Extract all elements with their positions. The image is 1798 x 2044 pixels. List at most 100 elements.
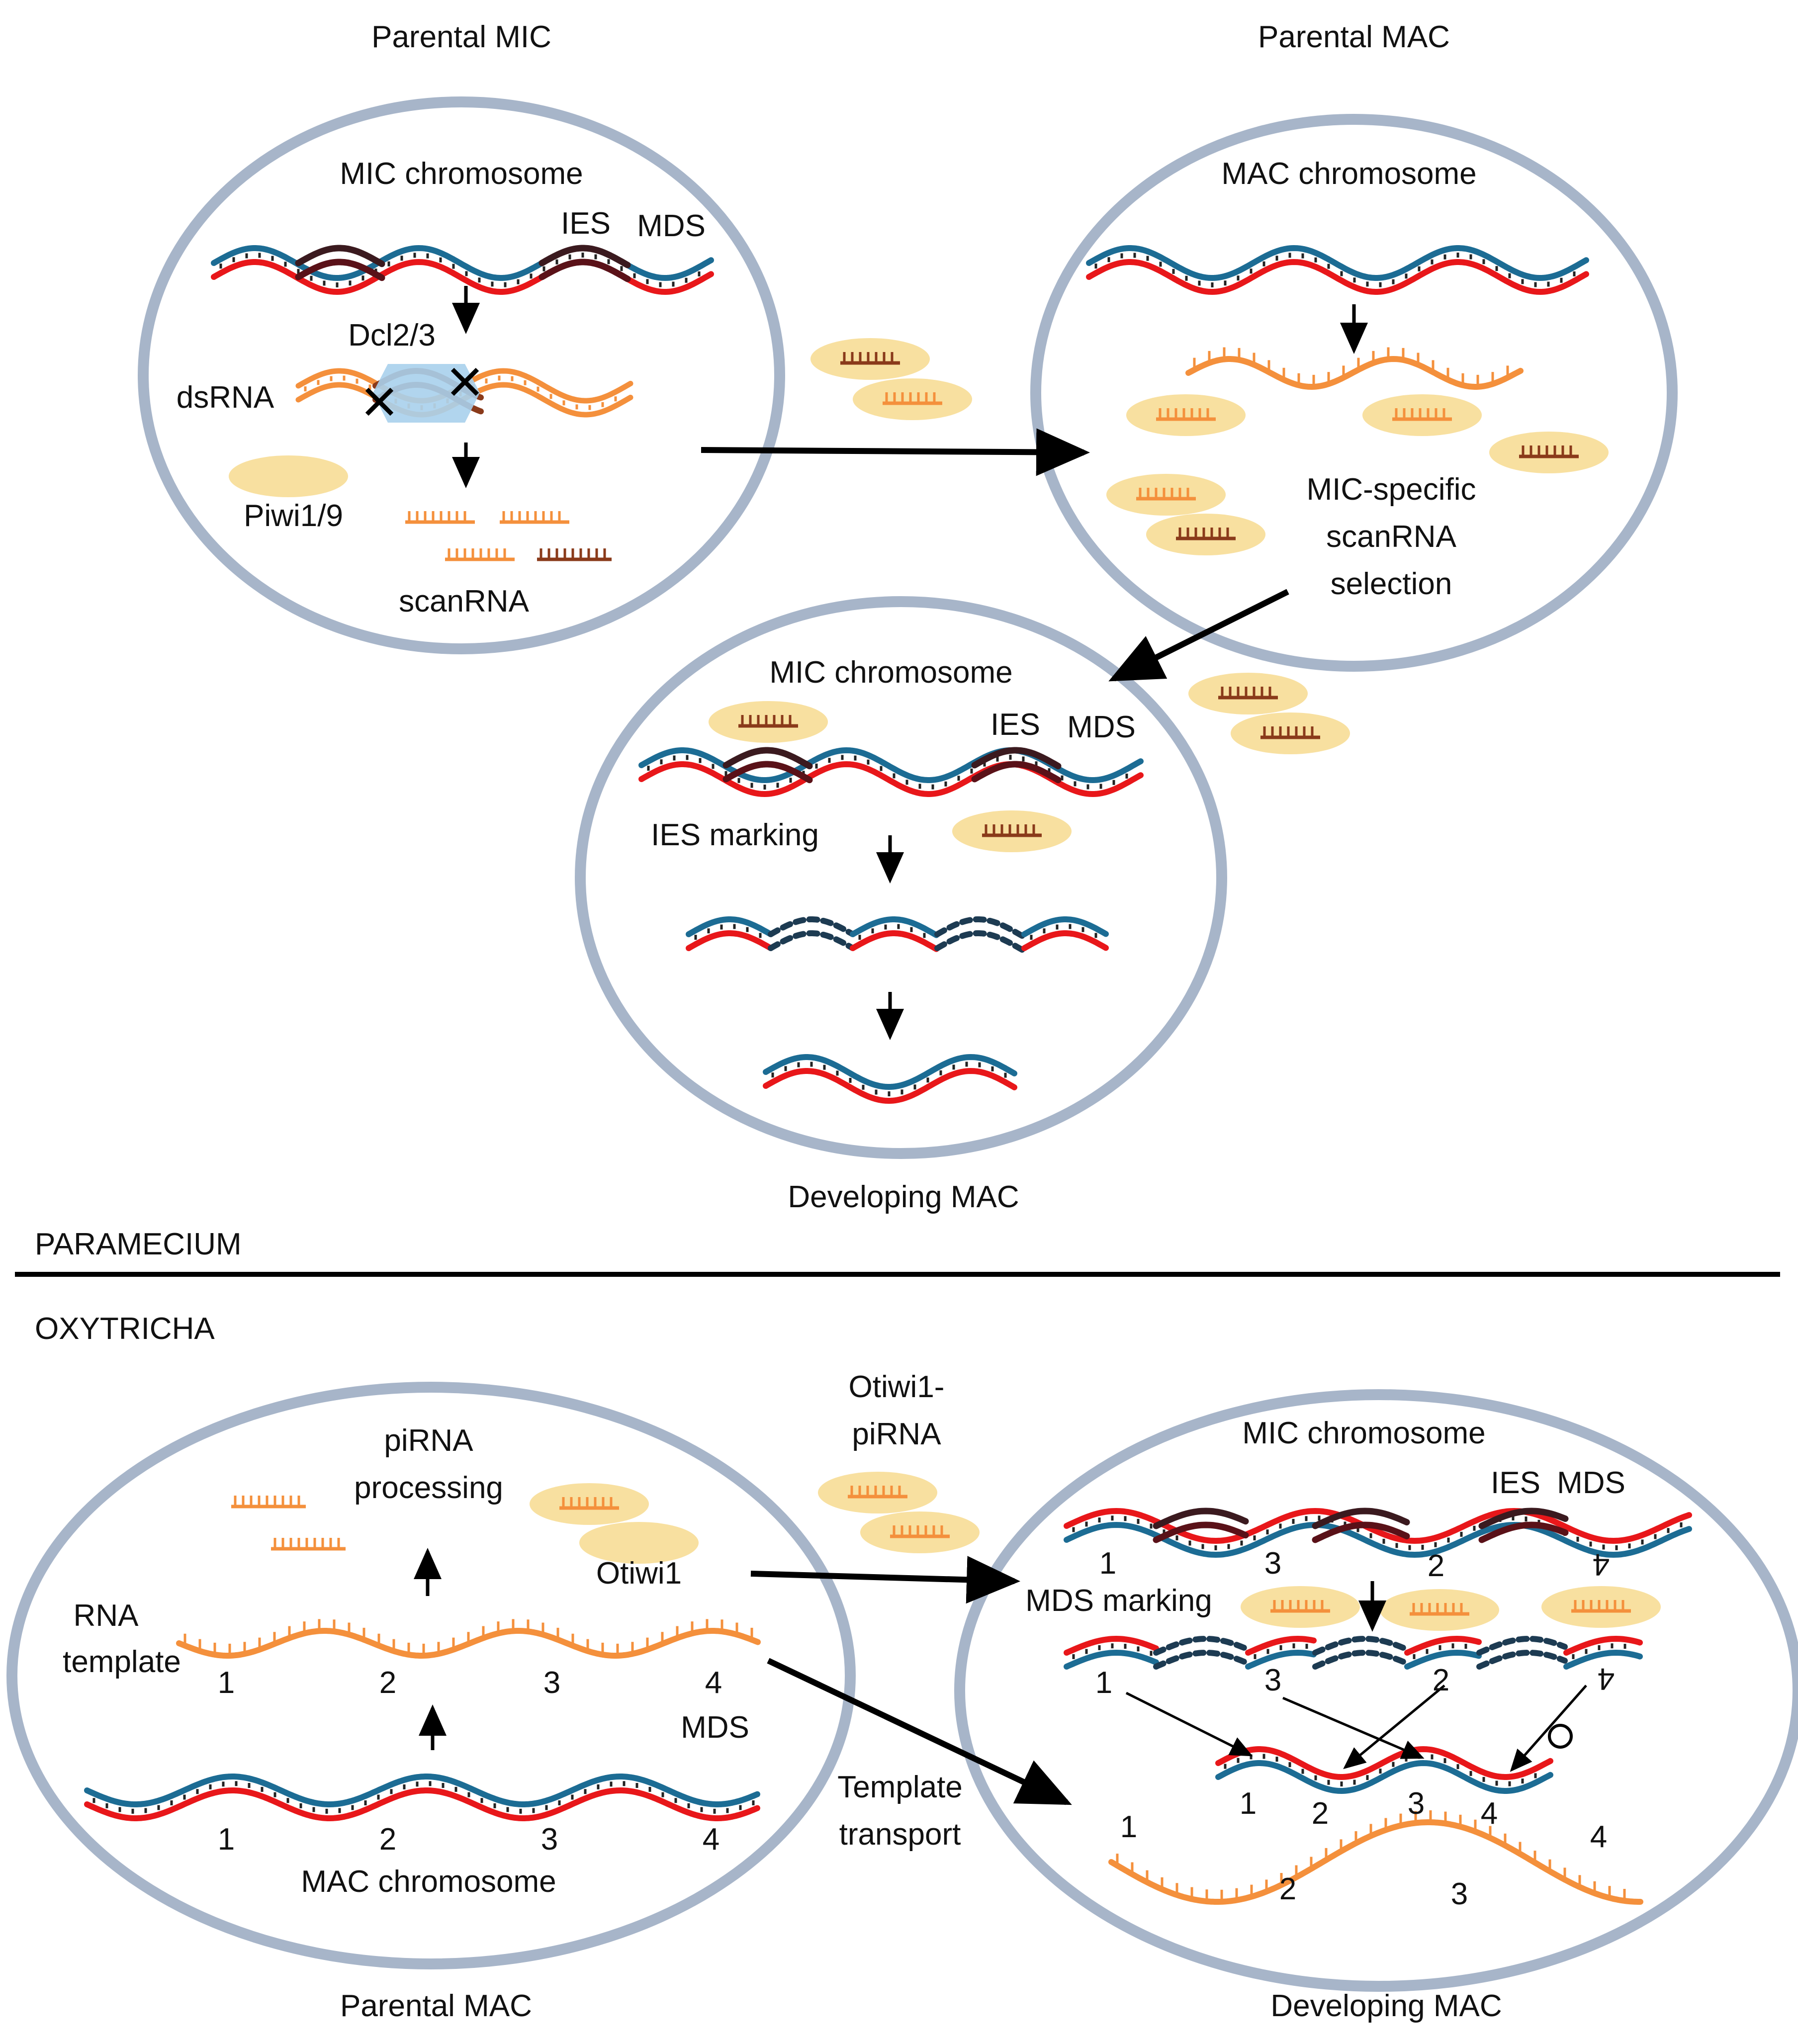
dna-strand	[1563, 1650, 1643, 1670]
pirna-bases	[273, 1538, 340, 1549]
dna-strand	[686, 930, 773, 951]
excised-segment-number: 1	[1095, 1666, 1112, 1700]
ies-segment	[1478, 1521, 1569, 1543]
arrow-rearrange-2	[1343, 1685, 1445, 1770]
dna-base-pairs	[1030, 924, 1097, 940]
selection-label-2: scanRNA	[1326, 520, 1457, 554]
dna-strand	[1215, 1760, 1553, 1794]
cleavage-mark	[365, 387, 394, 416]
inversion-loop	[1548, 1724, 1573, 1749]
ies-label: IES	[561, 206, 611, 241]
dna-strand	[1245, 1636, 1317, 1656]
scanrna-complex	[1126, 394, 1246, 436]
transported-scanrna-rna-bases	[1263, 726, 1314, 737]
rna-template-label-1: RNA	[74, 1599, 139, 1633]
oxytricha-section-label: OXYTRICHA	[35, 1312, 215, 1346]
ies-segment	[1153, 1508, 1249, 1529]
otiwi-pirna-complex-rna-bases	[850, 1486, 901, 1497]
marking-complex	[1541, 1586, 1661, 1628]
oxy-mds-label: MDS	[681, 1710, 749, 1745]
otiwi-pirna	[530, 1483, 649, 1525]
otiwi-protein	[579, 1522, 699, 1564]
otiwi-pirna-complex	[860, 1511, 980, 1553]
scanrna-complex-rna-bases	[1395, 408, 1445, 419]
dna-base-pairs	[1254, 1643, 1308, 1659]
template-transport-label-1: Template	[837, 1770, 963, 1804]
excised-ies	[934, 916, 1026, 939]
rna-template-label-2: template	[63, 1645, 181, 1679]
ies-segment	[1312, 1521, 1410, 1543]
dna-strand	[1064, 1508, 1692, 1544]
dna-strand	[84, 1774, 760, 1807]
ies-segment	[295, 259, 385, 281]
scanrna-complex-rna-bases	[1139, 488, 1189, 499]
piwi-label: Piwi1/9	[244, 499, 343, 533]
oxy-mac-chromosome-label: MAC chromosome	[301, 1865, 556, 1899]
transported-scanrna	[853, 378, 972, 420]
template-segment-number: 2	[1279, 1872, 1296, 1906]
excised-ies	[1476, 1650, 1568, 1670]
mac-chromosome-label: MAC chromosome	[1221, 157, 1476, 191]
dna-strand	[84, 1787, 760, 1821]
template-transport-label-2: transport	[839, 1817, 961, 1852]
scanrna-label: scanRNA	[399, 584, 530, 619]
arrow-selected-scanrna	[1108, 589, 1289, 682]
developing-mds-label: MDS	[1067, 710, 1136, 744]
arrow-rearrange-3	[1282, 1696, 1425, 1759]
pirna-label-1: piRNA	[384, 1423, 473, 1458]
excised-segment-number: 2	[1433, 1663, 1449, 1697]
dna-base-pairs	[92, 1781, 755, 1814]
excised-ies	[768, 930, 855, 951]
ies-segment	[722, 761, 813, 784]
dna-base-pairs	[1224, 1754, 1537, 1786]
dna-strand	[1064, 1650, 1159, 1670]
marking-complex-rna-bases	[1412, 1603, 1463, 1614]
developing-mic-chromosome-label: MIC chromosome	[769, 655, 1012, 690]
scanrna-complex	[1362, 394, 1482, 436]
arrow-scanrna-transport	[701, 428, 1090, 476]
dna-base-pairs	[1572, 1643, 1626, 1659]
scanrna-complex-rna-bases	[1178, 528, 1229, 538]
final-segment-number: 3	[1408, 1786, 1425, 1821]
marking-complex	[1380, 1589, 1499, 1631]
dna-strand	[1086, 259, 1589, 295]
oxy-dev-mds-label: MDS	[1557, 1466, 1625, 1500]
bound-scanrna-rna-bases	[985, 824, 1035, 835]
dna-strand	[1215, 1746, 1553, 1780]
excised-ies	[1153, 1636, 1251, 1656]
dna-base-pairs	[694, 924, 762, 940]
dna-strand	[850, 916, 939, 938]
complex-label-2: piRNA	[852, 1417, 941, 1451]
scanrna-bases	[408, 511, 466, 522]
excised-ies	[1476, 1636, 1568, 1656]
dna-base-pairs	[1413, 1643, 1467, 1659]
scanrna-complex	[1489, 432, 1609, 473]
mic-segment-number: 2	[1428, 1549, 1444, 1583]
dna-strand	[1086, 245, 1589, 281]
mac-transcript	[1185, 356, 1524, 390]
dna-strand	[763, 1068, 1017, 1104]
dna-strand	[1064, 1636, 1159, 1656]
dna-strand	[1563, 1636, 1643, 1656]
mic-segment-number: 3	[1264, 1546, 1281, 1581]
template-segment-number: 1	[1120, 1810, 1137, 1844]
final-segment-number: 1	[1240, 1786, 1257, 1821]
rna-segment-number: 4	[705, 1666, 722, 1700]
mac-segment-number: 3	[541, 1822, 558, 1857]
ies-segment	[1478, 1508, 1569, 1529]
excised-ies	[934, 930, 1026, 953]
dna-strand	[1404, 1650, 1482, 1670]
selection-label-1: MIC-specific	[1306, 472, 1476, 507]
scanrna-complex	[1146, 514, 1265, 555]
transported-scanrna	[1188, 673, 1308, 714]
parental-mac-nucleus	[1030, 114, 1678, 672]
arrow-template-transport	[767, 1658, 1072, 1805]
ies-segment	[295, 245, 385, 267]
dna-strand	[1404, 1636, 1482, 1656]
developing-mac-nucleus-o	[954, 1389, 1798, 1992]
oxy-mic-chromosome-label: MIC chromosome	[1242, 1416, 1485, 1450]
final-segment-number: 4	[1481, 1796, 1498, 1831]
dna-base-pairs	[1094, 253, 1576, 287]
bound-scanrna	[952, 810, 1072, 852]
